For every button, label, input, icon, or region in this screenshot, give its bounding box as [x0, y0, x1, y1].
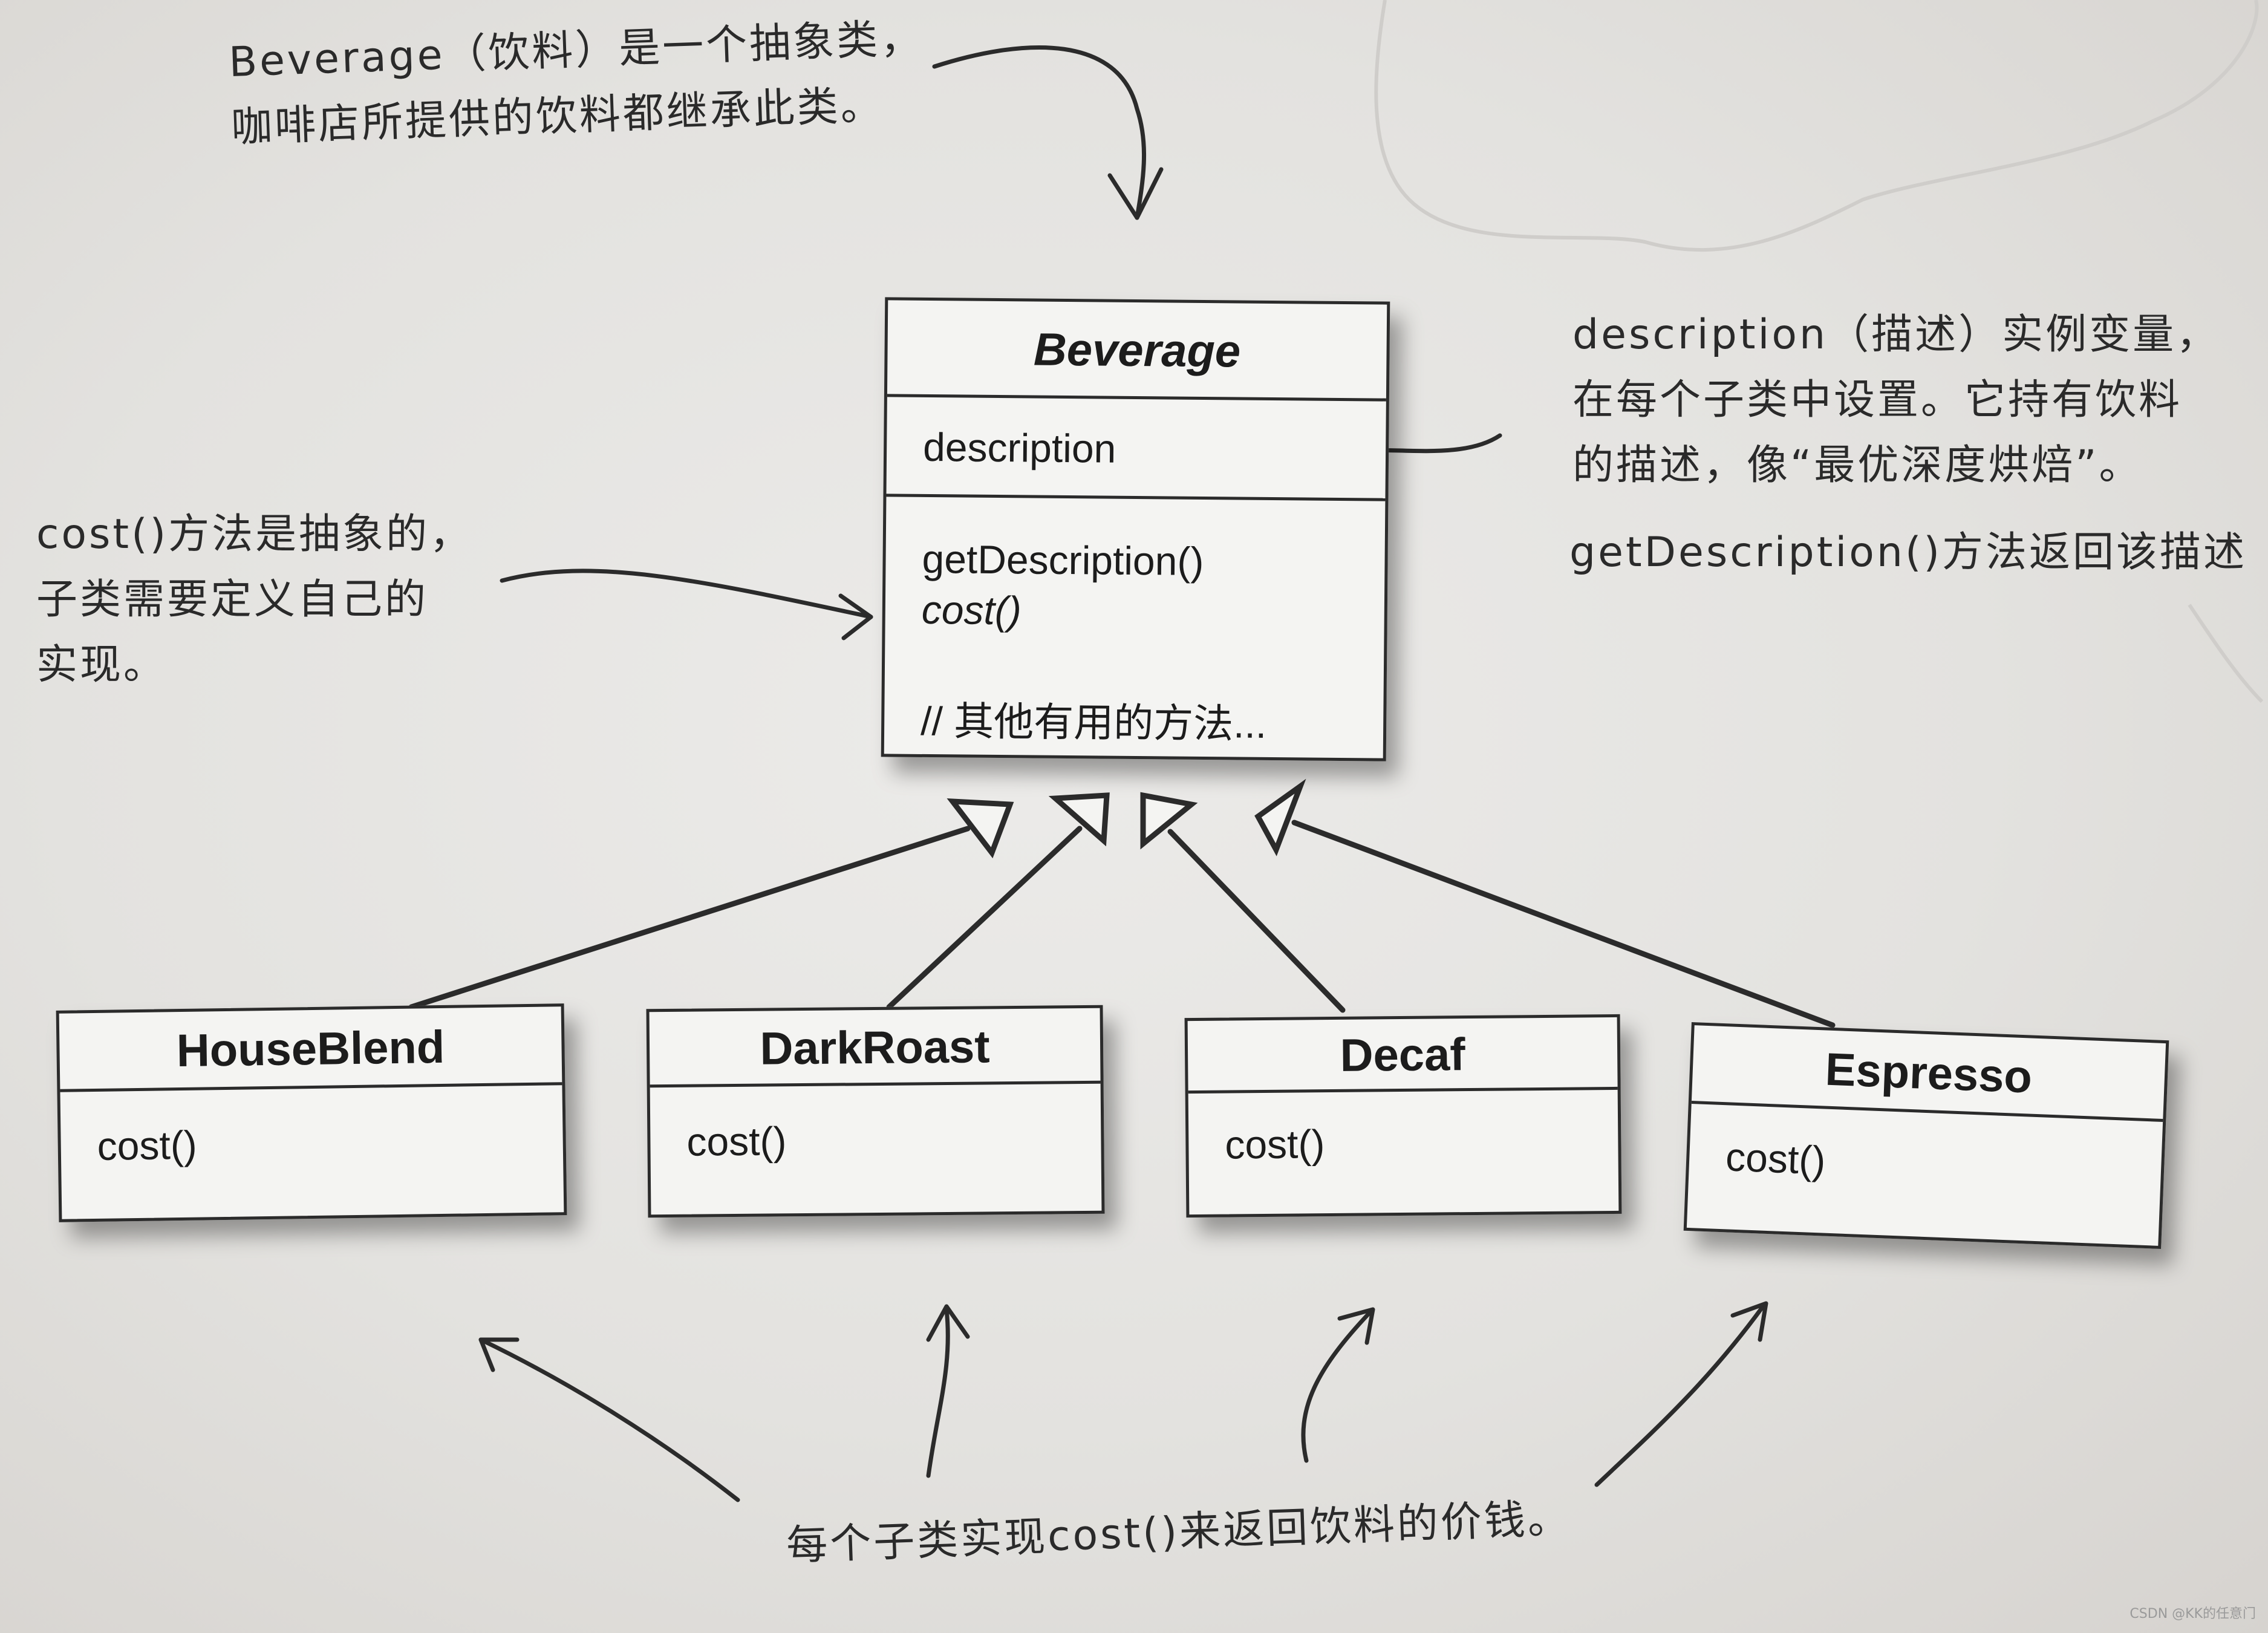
decaf-class-name: Decaf: [1187, 1017, 1618, 1094]
beverage-class-box: Beverage description getDescription() co…: [881, 297, 1390, 761]
inherit-triangle-darkroast: [1048, 792, 1110, 847]
espresso-class-box: Espresso cost(): [1683, 1022, 2169, 1250]
inherit-line-houseblend: [408, 826, 971, 1010]
beverage-method-cost: cost(): [921, 587, 1022, 633]
note-description-field: description（描述）实例变量， 在每个子类中设置。它持有饮料 的描述，…: [1572, 302, 2220, 498]
darkroast-method-cost: cost(): [686, 1118, 787, 1164]
note-cost-abstract-line-1: cost()方法是抽象的，: [36, 510, 474, 558]
note-getdescription: getDescription()方法返回该描述: [1569, 520, 2247, 585]
decaf-class-box: Decaf cost(): [1184, 1014, 1622, 1218]
inherit-line-decaf: [1167, 829, 1346, 1013]
houseblend-method-cost: cost(): [97, 1122, 198, 1169]
inherit-triangle-espresso: [1254, 778, 1306, 856]
note-description-line-3: 的描述，像“最优深度烘焙”。: [1572, 442, 2143, 489]
decaf-method-cost: cost(): [1225, 1121, 1325, 1167]
darkroast-class-box: DarkRoast cost(): [646, 1005, 1105, 1218]
houseblend-class-box: HouseBlend cost(): [56, 1003, 567, 1222]
note-cost-abstract-line-3: 实现。: [36, 641, 168, 689]
arrow-left-note: [500, 569, 873, 619]
beverage-class-name: Beverage: [887, 300, 1387, 402]
inherit-triangle-houseblend: [947, 798, 1014, 859]
watermark-credit: CSDN @KK的任意门: [2130, 1606, 2256, 1622]
espresso-method-cost: cost(): [1724, 1134, 1826, 1183]
note-getdescription-line: getDescription()方法返回该描述: [1569, 529, 2247, 576]
note-abstract-class: Beverage（饮料）是一个抽象类， 咖啡店所提供的饮料都继承此类。: [228, 6, 927, 161]
note-cost-abstract-line-2: 子类需要定义自己的: [36, 576, 429, 624]
inherit-triangle-decaf: [1140, 792, 1198, 850]
arrow-bottom-decaf: [1301, 1310, 1372, 1463]
houseblend-class-name: HouseBlend: [59, 1006, 562, 1092]
darkroast-class-name: DarkRoast: [649, 1008, 1101, 1088]
arrow-bottom-espresso: [1594, 1304, 1765, 1487]
inherit-line-espresso: [1291, 820, 1836, 1028]
arrow-bottom-houseblend: [478, 1337, 740, 1502]
beverage-field-description: description: [922, 424, 1116, 471]
arrow-top-note: [932, 45, 1147, 220]
beverage-methods: getDescription() cost() // 其他有用的方法...: [884, 497, 1386, 750]
beverage-comment: // 其他有用的方法...: [920, 698, 1267, 746]
note-cost-abstract: cost()方法是抽象的， 子类需要定义自己的 实现。: [36, 502, 473, 698]
arrow-bottom-darkroast: [926, 1307, 950, 1478]
beverage-fields: description: [886, 397, 1386, 501]
inherit-line-darkroast: [886, 826, 1083, 1010]
beverage-method-getdescription: getDescription(): [922, 536, 1204, 584]
note-description-line-2: 在每个子类中设置。它持有饮料: [1572, 376, 2183, 424]
note-description-line-1: description（描述）实例变量，: [1572, 311, 2220, 359]
